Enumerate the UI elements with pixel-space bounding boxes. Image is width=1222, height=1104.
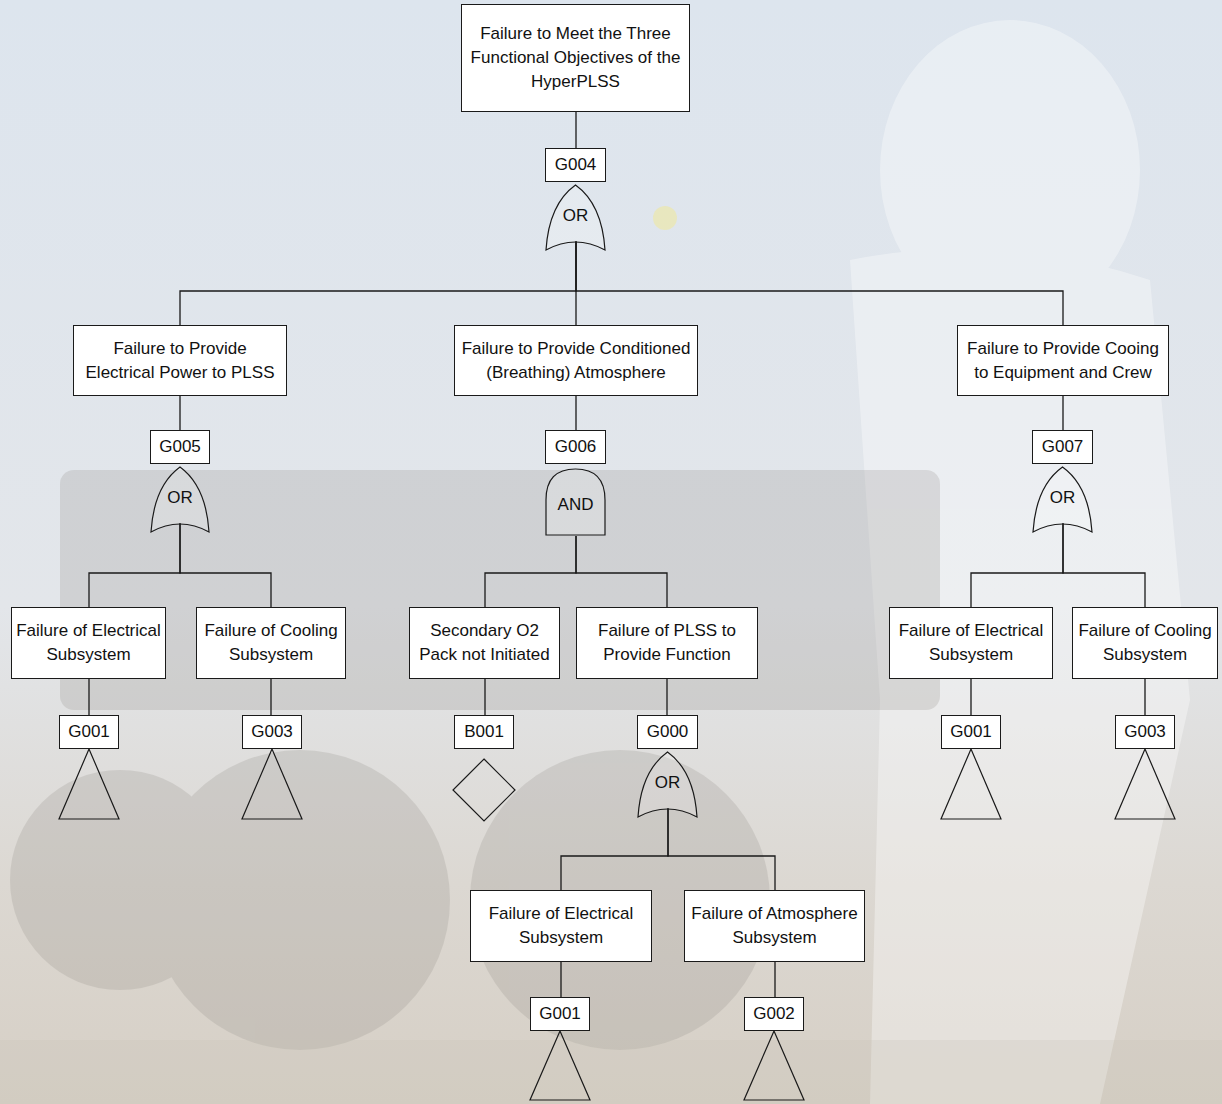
gate-id: B001: [464, 720, 504, 744]
event-text: Failure of Electrical Subsystem: [15, 619, 162, 667]
event-box: Failure of Atmosphere Subsystem: [684, 890, 865, 962]
event-text: Failure to Provide Cooing to Equipment a…: [961, 337, 1165, 385]
gate-id: G001: [539, 1002, 581, 1026]
gate-id-box: G001: [941, 715, 1001, 749]
tree-connector: [88, 679, 89, 715]
gate-id-box: G005: [150, 430, 210, 464]
event-box: Failure to Provide Conditioned (Breathin…: [454, 325, 698, 396]
transfer-triangle: [941, 749, 1001, 819]
event-text: Failure to Provide Conditioned (Breathin…: [458, 337, 694, 385]
gate-id: G006: [555, 435, 597, 459]
event-text: Failure of PLSS to Provide Function: [580, 619, 754, 667]
event-box: Failure of PLSS to Provide Function: [576, 607, 758, 679]
basic-event-diamond: [453, 759, 515, 821]
tree-connector: [576, 536, 667, 607]
gate-id-box: G000: [637, 715, 698, 749]
and-gate: AND: [545, 464, 606, 536]
tree-connector: [560, 962, 561, 997]
tree-connector: [270, 679, 271, 715]
tree-connector: [971, 523, 1063, 607]
transfer-triangle: [530, 1031, 590, 1100]
tree-connector: [1144, 679, 1145, 715]
gate-id-box: G003: [1115, 715, 1175, 749]
gate-id: G003: [1124, 720, 1166, 744]
gate-id-box: G001: [530, 997, 590, 1031]
gate-id: G005: [159, 435, 201, 459]
tree-connector: [484, 679, 485, 715]
event-box: Failure of Electrical Subsystem: [470, 890, 652, 962]
event-box: Failure of Cooling Subsystem: [196, 607, 346, 679]
event-box: Failure to Provide Cooing to Equipment a…: [957, 325, 1169, 396]
tree-connector: [666, 679, 667, 715]
tree-connector: [485, 536, 576, 607]
event-text: Failure of Cooling Subsystem: [200, 619, 342, 667]
gate-id-box: G003: [242, 715, 302, 749]
gate-label: OR: [1032, 488, 1093, 508]
event-text: Failure of Electrical Subsystem: [474, 902, 648, 950]
gate-id: G003: [251, 720, 293, 744]
gate-id-box: B001: [454, 715, 514, 749]
transfer-triangle: [1115, 749, 1175, 819]
gate-id-box: G004: [545, 148, 606, 182]
tree-connector: [1062, 396, 1063, 430]
tree-connector: [1063, 523, 1145, 607]
event-box: Failure to Meet the Three Functional Obj…: [461, 4, 690, 112]
gate-id: G001: [950, 720, 992, 744]
event-text: Failure of Electrical Subsystem: [893, 619, 1049, 667]
or-gate: OR: [150, 464, 210, 536]
transfer-triangle: [242, 749, 302, 819]
tree-connector: [179, 396, 180, 430]
gate-id-box: G001: [59, 715, 119, 749]
event-box: Failure to Provide Electrical Power to P…: [73, 325, 287, 396]
gate-id: G007: [1042, 435, 1084, 459]
gate-label: AND: [545, 495, 606, 515]
gate-id-box: G007: [1032, 430, 1093, 464]
tree-connector: [970, 679, 971, 715]
tree-connector: [668, 808, 775, 890]
gate-id: G004: [555, 153, 597, 177]
tree-connector: [89, 523, 180, 607]
gate-label: OR: [545, 206, 606, 226]
transfer-triangle: [744, 1031, 804, 1100]
tree-connector: [561, 808, 668, 890]
event-text: Failure of Cooling Subsystem: [1076, 619, 1214, 667]
gate-label: OR: [150, 488, 210, 508]
event-box: Failure of Electrical Subsystem: [11, 607, 166, 679]
or-gate: OR: [545, 182, 606, 254]
gate-id: G000: [647, 720, 689, 744]
tree-connector: [576, 241, 1063, 325]
event-text: Failure to Meet the Three Functional Obj…: [465, 22, 686, 93]
tree-connector: [180, 523, 271, 607]
tree-connector: [180, 241, 576, 325]
event-box: Secondary O2 Pack not Initiated: [409, 607, 560, 679]
event-text: Secondary O2 Pack not Initiated: [413, 619, 556, 667]
tree-connector: [575, 396, 576, 430]
gate-id-box: G006: [545, 430, 606, 464]
event-text: Failure to Provide Electrical Power to P…: [77, 337, 283, 385]
gate-id: G001: [68, 720, 110, 744]
gate-label: OR: [637, 773, 698, 793]
event-box: Failure of Cooling Subsystem: [1072, 607, 1218, 679]
transfer-triangle: [59, 749, 119, 819]
event-text: Failure of Atmosphere Subsystem: [688, 902, 861, 950]
tree-connector: [575, 112, 576, 148]
event-box: Failure of Electrical Subsystem: [889, 607, 1053, 679]
or-gate: OR: [1032, 464, 1093, 536]
gate-id-box: G002: [744, 997, 804, 1031]
or-gate: OR: [637, 749, 698, 821]
gate-id: G002: [753, 1002, 795, 1026]
tree-connector: [774, 962, 775, 997]
